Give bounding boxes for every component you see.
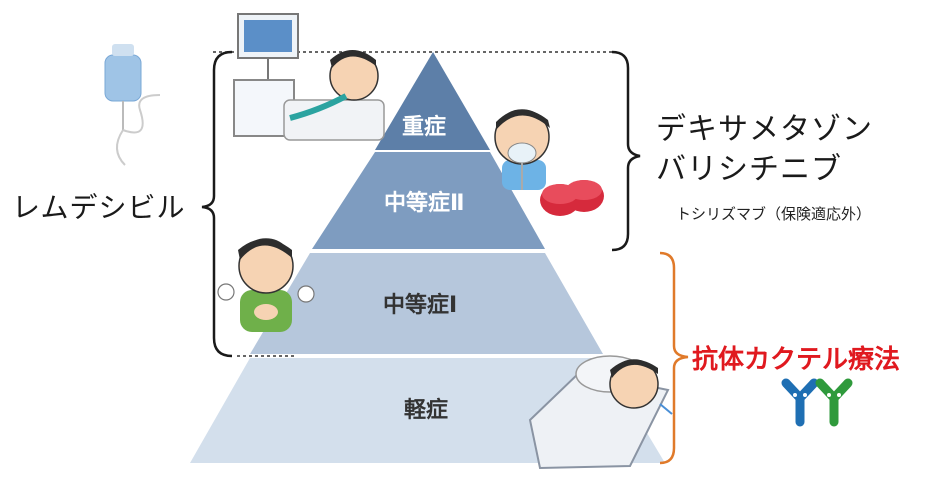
bracket-right-upper	[611, 50, 641, 252]
tier-label-moderate2: 中等症Ⅱ	[384, 191, 465, 216]
bracket-left	[201, 50, 233, 358]
tier-label-severe: 重症	[402, 115, 447, 140]
treatment-tocilizumab: トシリズマブ（保険適応外）	[676, 205, 872, 223]
treatment-dexamethasone: デキサメタゾン	[656, 112, 873, 147]
coughing-person-icon	[217, 238, 315, 332]
oxygen-mask-patient-icon	[494, 109, 550, 190]
ventilator-patient-icon	[233, 13, 385, 141]
treatment-remdesivir: レムデシビル	[12, 191, 186, 224]
tier-label-mild: 軽症	[404, 398, 449, 423]
tier-moderate1-shape	[250, 253, 603, 354]
treatment-baricitinib: バリシチニブ	[656, 152, 842, 187]
tier-moderate2-shape	[312, 152, 545, 249]
tier-label-moderate1: 中等症Ⅰ	[383, 293, 458, 318]
antibody-icon	[781, 378, 853, 427]
bracket-right-lower	[659, 251, 689, 465]
iv-drip-icon	[104, 44, 161, 166]
sick-in-bed-icon	[528, 355, 673, 470]
pill-tablets-icon	[540, 180, 604, 216]
tier-severe-shape	[375, 52, 490, 150]
treatment-antibody-cocktail: 抗体カクテル療法	[692, 345, 901, 375]
